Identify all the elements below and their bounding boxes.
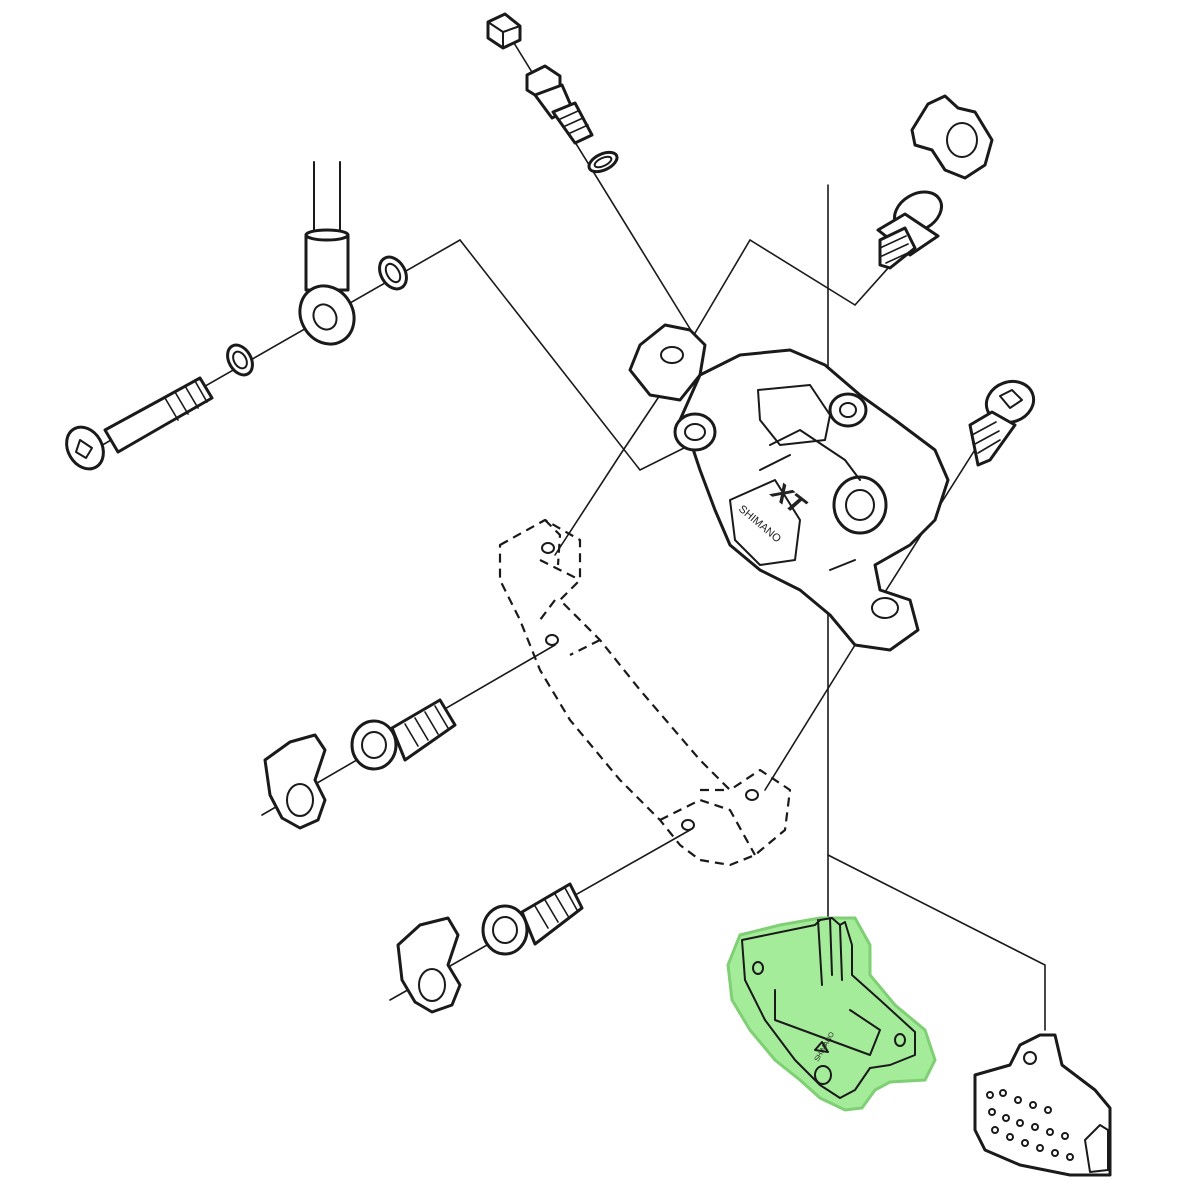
adapter-bolt-upper [350,698,457,771]
banjo-fitting [298,284,356,346]
pad-spacer [726,916,937,1112]
brake-pad-friction-dots [986,1089,1074,1161]
bleed-cap [486,12,522,50]
brake-pad [973,1033,1112,1177]
mounting-bolt-right [968,379,1036,467]
fixing-clamp-left-upper [263,733,327,830]
caliper-body [628,323,950,652]
bleed-nipple [525,64,594,145]
mount-adapter [498,518,792,867]
adapter-bolt-lower [481,882,584,956]
banjo-o-ring-lower [226,343,254,377]
brake-hose [304,161,350,292]
bleed-o-ring [587,150,619,174]
banjo-o-ring-upper [378,255,408,291]
banjo-bolt [65,376,214,471]
pad-spacer-highlight [726,916,937,1112]
fixing-clamp-top [910,94,994,180]
mounting-bolt-top [876,190,943,270]
fixing-clamp-left-lower [396,916,462,1014]
